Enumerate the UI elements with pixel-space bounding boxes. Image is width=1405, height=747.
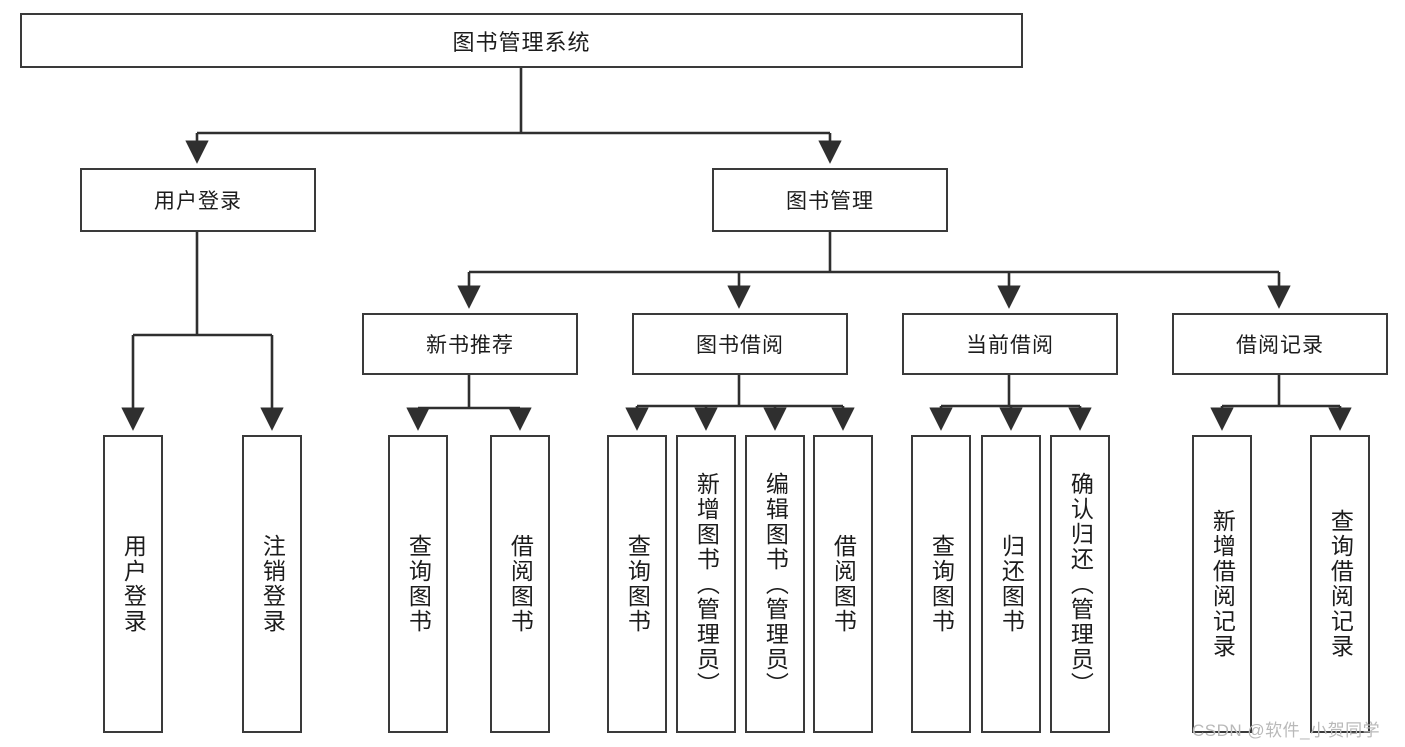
node-book-management-label: 图书管理 bbox=[786, 190, 874, 213]
node-borrow-record[interactable]: 借阅记录 bbox=[1172, 313, 1388, 375]
leaf-label: 查询借阅记录 bbox=[1327, 509, 1354, 659]
leaf-recommend-query-book[interactable]: 查询图书 bbox=[388, 435, 448, 733]
leaf-borrow-add-book[interactable]: 新增图书（管理员） bbox=[676, 435, 736, 733]
leaf-current-return-book[interactable]: 归还图书 bbox=[981, 435, 1041, 733]
leaf-label: 借阅图书 bbox=[830, 534, 857, 634]
node-root-label: 图书管理系统 bbox=[452, 29, 591, 55]
watermark-text: CSDN @软件_小贺同学 bbox=[1192, 721, 1381, 740]
leaf-label: 查询图书 bbox=[928, 534, 955, 634]
node-current-borrow-label: 当前借阅 bbox=[966, 334, 1054, 357]
leaf-label: 查询图书 bbox=[405, 534, 432, 634]
leaf-record-add-record[interactable]: 新增借阅记录 bbox=[1192, 435, 1252, 733]
leaf-borrow-borrow-book[interactable]: 借阅图书 bbox=[813, 435, 873, 733]
leaf-label: 编辑图书（管理员） bbox=[762, 471, 789, 697]
leaf-current-confirm-return[interactable]: 确认归还（管理员） bbox=[1050, 435, 1110, 733]
node-new-book-recommend-label: 新书推荐 bbox=[426, 334, 514, 357]
leaf-recommend-borrow-book[interactable]: 借阅图书 bbox=[490, 435, 550, 733]
leaf-label: 用户登录 bbox=[120, 534, 147, 634]
node-user-login-label: 用户登录 bbox=[154, 190, 242, 213]
leaf-label: 归还图书 bbox=[998, 534, 1025, 634]
node-current-borrow[interactable]: 当前借阅 bbox=[902, 313, 1118, 375]
leaf-label: 确认归还（管理员） bbox=[1067, 471, 1094, 697]
node-borrow-record-label: 借阅记录 bbox=[1236, 334, 1324, 357]
leaf-user-login-signout[interactable]: 注销登录 bbox=[242, 435, 302, 733]
leaf-user-login-signin[interactable]: 用户登录 bbox=[103, 435, 163, 733]
node-root-system[interactable]: 图书管理系统 bbox=[20, 13, 1023, 68]
node-book-borrow[interactable]: 图书借阅 bbox=[632, 313, 848, 375]
node-new-book-recommend[interactable]: 新书推荐 bbox=[362, 313, 578, 375]
leaf-record-query-record[interactable]: 查询借阅记录 bbox=[1310, 435, 1370, 733]
node-book-borrow-label: 图书借阅 bbox=[696, 334, 784, 357]
leaf-label: 新增图书（管理员） bbox=[693, 471, 720, 697]
leaf-label: 注销登录 bbox=[259, 534, 286, 634]
leaf-borrow-edit-book[interactable]: 编辑图书（管理员） bbox=[745, 435, 805, 733]
node-book-management[interactable]: 图书管理 bbox=[712, 168, 948, 232]
leaf-label: 新增借阅记录 bbox=[1209, 509, 1236, 659]
leaf-borrow-query-book[interactable]: 查询图书 bbox=[607, 435, 667, 733]
leaf-label: 查询图书 bbox=[624, 534, 651, 634]
leaf-label: 借阅图书 bbox=[507, 534, 534, 634]
node-user-login[interactable]: 用户登录 bbox=[80, 168, 316, 232]
leaf-current-query-book[interactable]: 查询图书 bbox=[911, 435, 971, 733]
